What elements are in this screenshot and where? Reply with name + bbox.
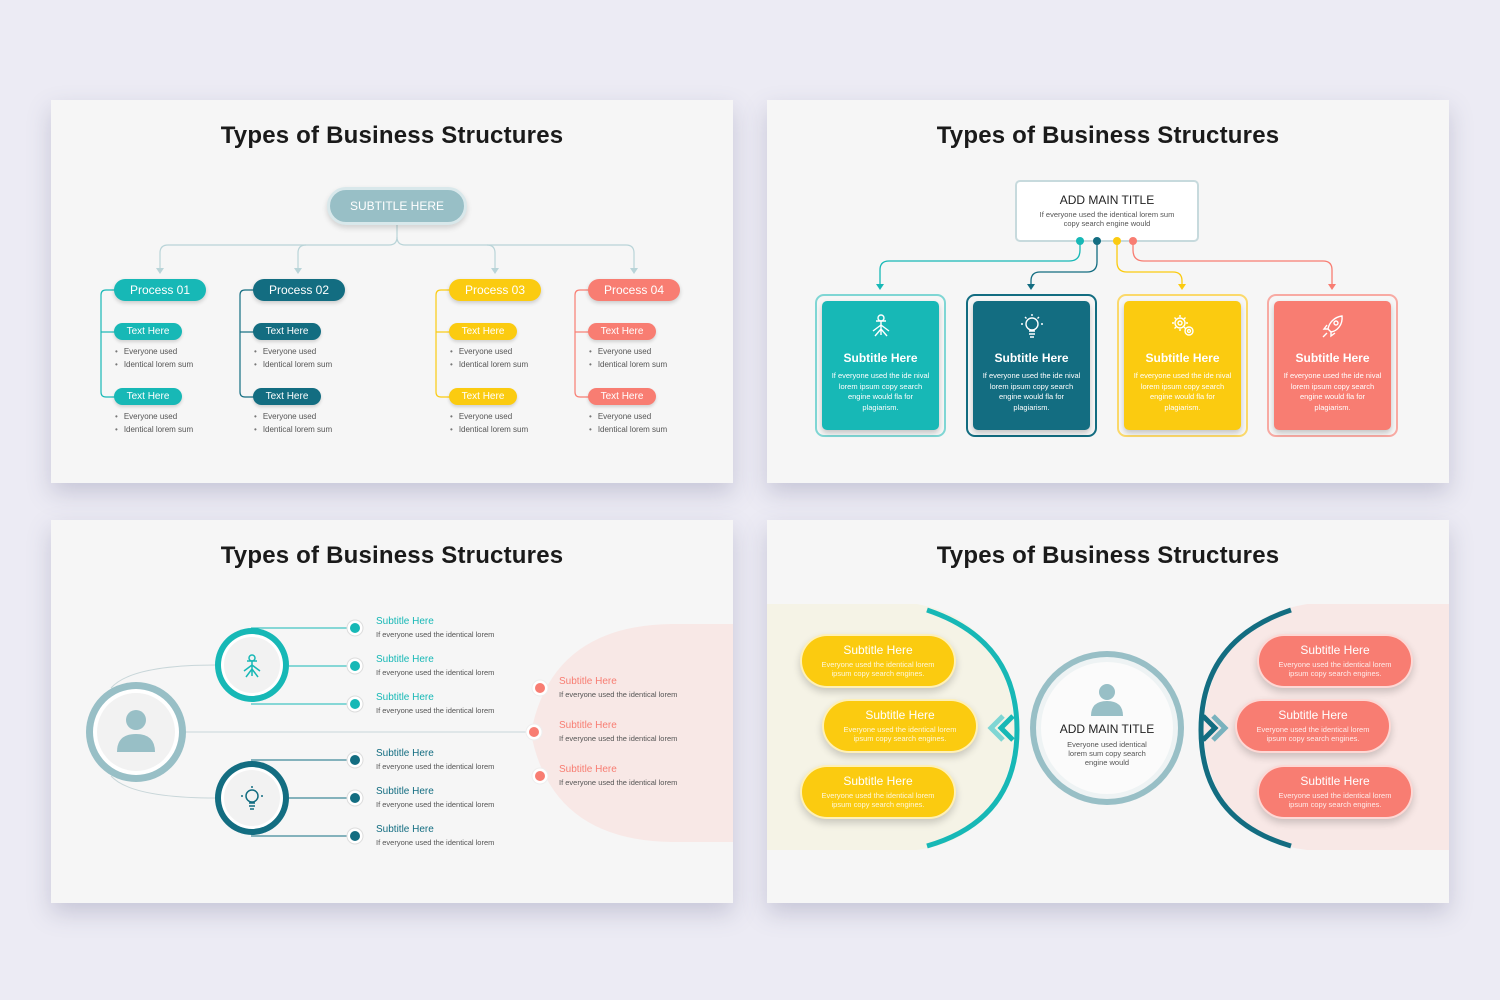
item-description: If everyone used the identical lorem	[559, 734, 678, 743]
slide-card-tree: Types of Business Structures ADD MAIN TI…	[767, 100, 1449, 483]
item-subtitle: Subtitle Here	[376, 616, 434, 627]
slide-title: Types of Business Structures	[220, 122, 564, 149]
card-1: Subtitle Here If everyone used the ide n…	[815, 294, 946, 437]
network-icon	[243, 654, 261, 678]
process-pill-01: Process 01	[114, 279, 206, 301]
bullet-list: Everyone usedIdentical lorem sum	[450, 346, 528, 371]
left-oval-2: Subtitle Here Everyone used the identica…	[822, 699, 978, 753]
slide-hub-diagram: Types of Business Structures ADD MAIN TI…	[767, 520, 1449, 903]
process-pill-04: Process 04	[588, 279, 680, 301]
item-description: If everyone used the identical lorem	[376, 630, 495, 639]
chevron-left-icon	[987, 714, 1015, 742]
card-3: Subtitle Here If everyone used the ide n…	[1117, 294, 1248, 437]
main-title: ADD MAIN TITLE	[1059, 193, 1155, 207]
card-subtitle: Subtitle Here	[1295, 351, 1370, 365]
main-description: If everyone used the identical lorem sum…	[1039, 210, 1175, 228]
slide-process-tree: Types of Business Structures SUBTITLE HE…	[51, 100, 733, 483]
right-oval-2: Subtitle Here Everyone used the identica…	[1235, 699, 1391, 753]
card-description: If everyone used the ide nival lorem ips…	[1283, 371, 1382, 412]
item-subtitle: Subtitle Here	[376, 748, 434, 759]
oval-description: Everyone used the identical lorem ipsum …	[843, 725, 957, 743]
oval-description: Everyone used the identical lorem ipsum …	[1278, 791, 1392, 809]
card-description: If everyone used the ide nival lorem ips…	[982, 371, 1081, 412]
rocket-icon	[1274, 311, 1391, 341]
text-pill: Text Here	[449, 388, 517, 405]
item-description: If everyone used the identical lorem	[559, 778, 678, 787]
connector-lines	[86, 619, 733, 845]
item-description: If everyone used the identical lorem	[376, 706, 495, 715]
chevron-right-icon	[1201, 714, 1229, 742]
lightbulb-icon	[973, 311, 1090, 341]
right-oval-1: Subtitle Here Everyone used the identica…	[1257, 634, 1413, 688]
item-subtitle: Subtitle Here	[376, 824, 434, 835]
left-oval-1: Subtitle Here Everyone used the identica…	[800, 634, 956, 688]
text-pill: Text Here	[588, 323, 656, 340]
card-2: Subtitle Here If everyone used the ide n…	[966, 294, 1097, 437]
bullet-list: Everyone usedIdentical lorem sum	[254, 411, 332, 436]
oval-description: Everyone used the identical lorem ipsum …	[1256, 725, 1370, 743]
process-pill-03: Process 03	[449, 279, 541, 301]
text-pill: Text Here	[253, 388, 321, 405]
text-pill: Text Here	[114, 323, 182, 340]
oval-subtitle: Subtitle Here	[843, 774, 913, 788]
oval-subtitle: Subtitle Here	[1278, 708, 1348, 722]
item-description: If everyone used the identical lorem	[376, 668, 495, 677]
center-description: Everyone used identical lorem sum copy s…	[1067, 740, 1147, 767]
bullet-list: Everyone usedIdentical lorem sum	[254, 346, 332, 371]
slide-title: Types of Business Structures	[936, 542, 1280, 569]
item-subtitle: Subtitle Here	[376, 786, 434, 797]
oval-subtitle: Subtitle Here	[1300, 643, 1370, 657]
item-subtitle: Subtitle Here	[559, 720, 617, 731]
left-oval-3: Subtitle Here Everyone used the identica…	[800, 765, 956, 819]
card-description: If everyone used the ide nival lorem ips…	[831, 371, 930, 412]
item-subtitle: Subtitle Here	[559, 676, 617, 687]
item-subtitle: Subtitle Here	[376, 654, 434, 665]
item-subtitle: Subtitle Here	[376, 692, 434, 703]
card-description: If everyone used the ide nival lorem ips…	[1133, 371, 1232, 412]
oval-description: Everyone used the identical lorem ipsum …	[1278, 660, 1392, 678]
user-icon	[117, 710, 155, 752]
connector-lines	[876, 237, 1336, 290]
subtitle-pill: SUBTITLE HERE	[327, 187, 467, 225]
gears-icon	[1124, 311, 1241, 341]
card-subtitle: Subtitle Here	[1145, 351, 1220, 365]
slide-title: Types of Business Structures	[220, 542, 564, 569]
process-pill-02: Process 02	[253, 279, 345, 301]
oval-description: Everyone used the identical lorem ipsum …	[821, 660, 935, 678]
text-pill: Text Here	[114, 388, 182, 405]
bullet-list: Everyone usedIdentical lorem sum	[115, 346, 193, 371]
oval-subtitle: Subtitle Here	[843, 643, 913, 657]
item-description: If everyone used the identical lorem	[559, 690, 678, 699]
oval-subtitle: Subtitle Here	[1300, 774, 1370, 788]
right-oval-3: Subtitle Here Everyone used the identica…	[1257, 765, 1413, 819]
card-subtitle: Subtitle Here	[994, 351, 1069, 365]
lightbulb-icon	[241, 786, 263, 810]
oval-description: Everyone used the identical lorem ipsum …	[821, 791, 935, 809]
slide-title: Types of Business Structures	[936, 122, 1280, 149]
text-pill: Text Here	[588, 388, 656, 405]
bullet-list: Everyone usedIdentical lorem sum	[450, 411, 528, 436]
text-pill: Text Here	[253, 323, 321, 340]
item-description: If everyone used the identical lorem	[376, 762, 495, 771]
card-4: Subtitle Here If everyone used the ide n…	[1267, 294, 1398, 437]
connector-lines	[100, 225, 638, 398]
card-subtitle: Subtitle Here	[843, 351, 918, 365]
item-subtitle: Subtitle Here	[559, 764, 617, 775]
bullet-list: Everyone usedIdentical lorem sum	[115, 411, 193, 436]
network-icon	[822, 311, 939, 341]
slide-branch-diagram: Types of Business Structures	[51, 520, 733, 903]
item-description: If everyone used the identical lorem	[376, 800, 495, 809]
main-title-box: ADD MAIN TITLE If everyone used the iden…	[1015, 180, 1199, 242]
user-icon	[1091, 684, 1123, 716]
bullet-list: Everyone usedIdentical lorem sum	[589, 411, 667, 436]
center-title: ADD MAIN TITLE	[1059, 722, 1155, 736]
item-description: If everyone used the identical lorem	[376, 838, 495, 847]
bullet-list: Everyone usedIdentical lorem sum	[589, 346, 667, 371]
oval-subtitle: Subtitle Here	[865, 708, 935, 722]
text-pill: Text Here	[449, 323, 517, 340]
